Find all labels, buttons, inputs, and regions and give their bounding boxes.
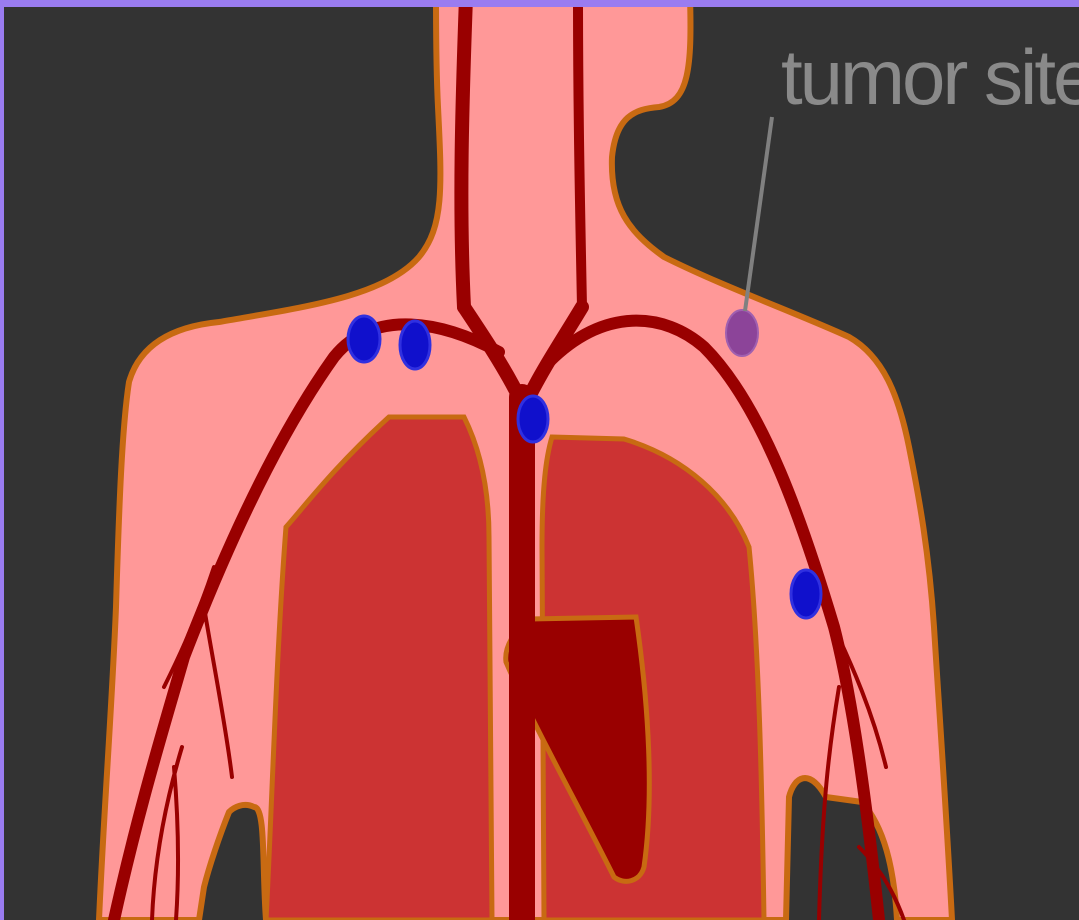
left-jugular-vessel [461, 7, 466, 307]
lymph-node [518, 396, 548, 442]
tumor-site-label: tumor site [781, 33, 1079, 121]
tumor-marker [726, 310, 758, 356]
tumor-label-line [745, 117, 772, 311]
right-jugular-vessel [578, 7, 582, 307]
lymphatic-diagram: tumor site [4, 7, 1079, 920]
lymph-node [791, 570, 821, 618]
lymph-node [400, 321, 430, 369]
lymph-node [348, 316, 380, 362]
